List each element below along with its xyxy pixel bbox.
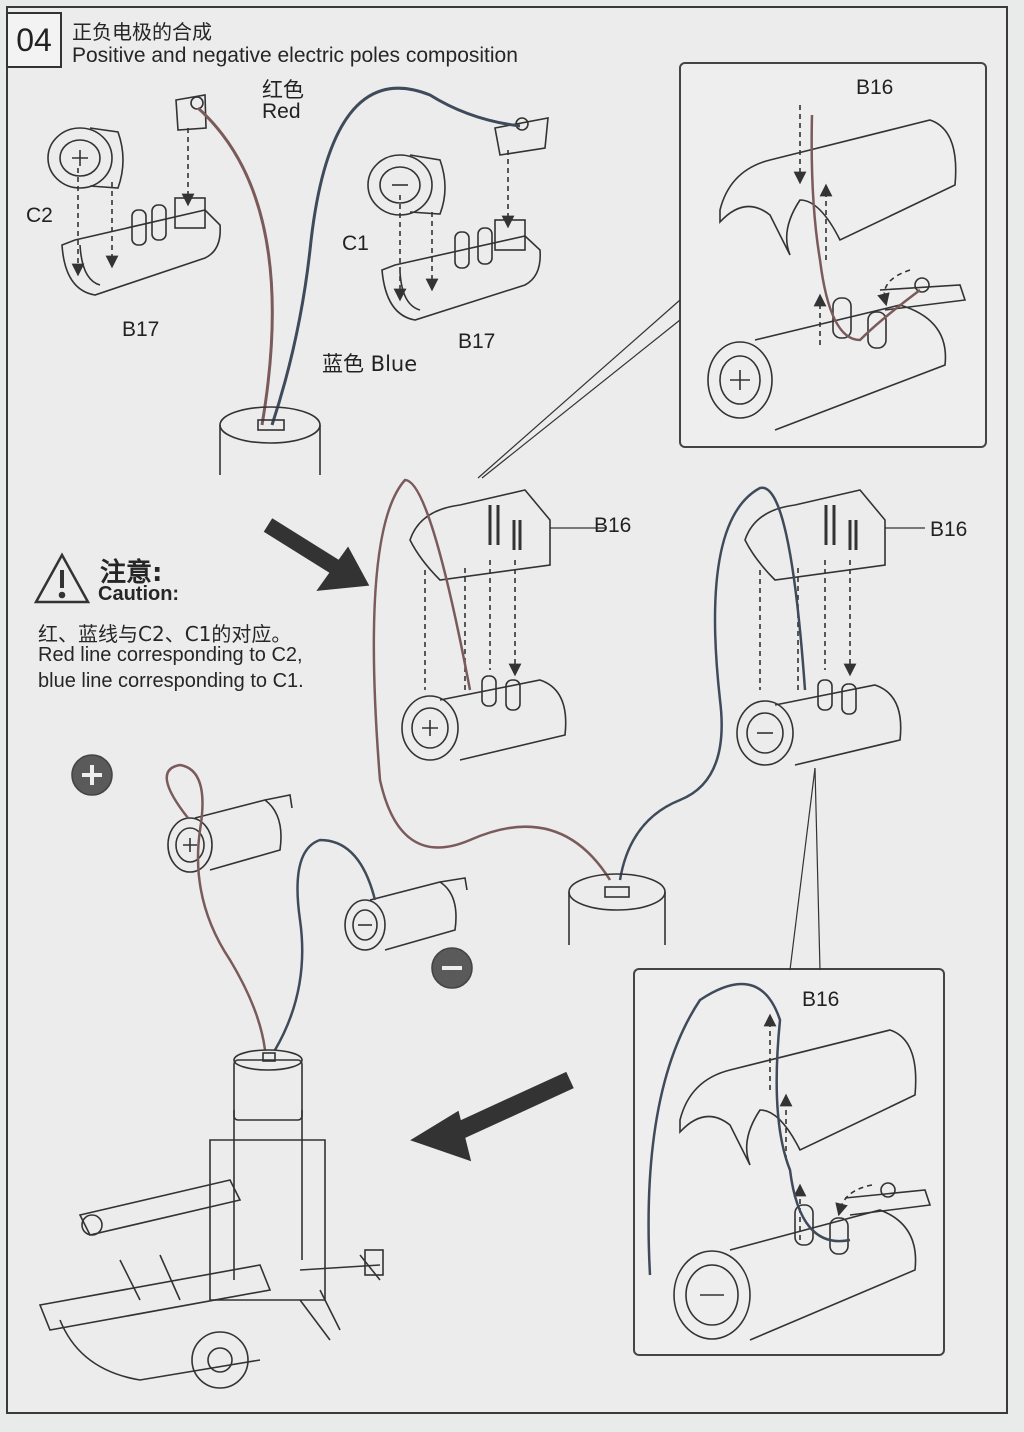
positive-assembly [401,489,567,761]
label-b16-right: B16 [930,518,968,541]
b17-housing-middle [381,219,542,321]
label-blue: 蓝色 Blue [322,352,418,376]
positive-cap-assembly [167,794,293,873]
inset-negative-detail [633,968,945,1356]
blue-wire [270,86,521,426]
caution-text-en-2: blue line corresponding to C1. [38,670,304,692]
label-b16-left: B16 [594,514,632,537]
caution-title-en: Caution: [98,583,180,605]
inset-positive-drawing [707,105,967,431]
c1-cap [367,154,446,216]
robot-chassis [38,1049,384,1389]
label-b17-left: B17 [122,318,160,341]
caution-title-cn: 注意: [100,558,163,588]
label-c2: C2 [26,204,53,227]
b17-housing-left [61,197,222,296]
battery-canister-top [219,406,321,475]
label-b16-inset-bottom: B16 [802,988,840,1011]
blue-terminal-clip [494,117,549,156]
label-c1: C1 [342,232,369,255]
negative-cap-assembly [344,877,468,951]
step-title-en: Positive and negative electric poles com… [72,44,518,67]
step-title-cn: 正负电极的合成 [72,20,212,44]
red-wire [196,106,274,426]
caution-text-en-1: Red line corresponding to C2, [38,644,303,666]
plus-badge-icon [71,754,113,796]
minus-badge-icon [431,947,473,989]
c2-cap [47,127,124,189]
label-b16-inset-top: B16 [856,76,894,99]
step-number: 04 [6,12,62,68]
label-b17-middle: B17 [458,330,496,353]
negative-assembly [736,489,902,766]
inset-positive-detail [679,62,987,448]
direction-arrow-1 [263,518,345,577]
caution-text-cn: 红、蓝线与C2、C1的对应。 [38,622,292,646]
inset-negative-drawing [647,982,932,1341]
direction-arrow-2 [446,1071,574,1144]
label-red-cn: 红色 [262,78,304,102]
caution-icon [33,552,91,604]
battery-canister-middle [568,873,666,945]
label-red-en: Red [262,100,301,123]
